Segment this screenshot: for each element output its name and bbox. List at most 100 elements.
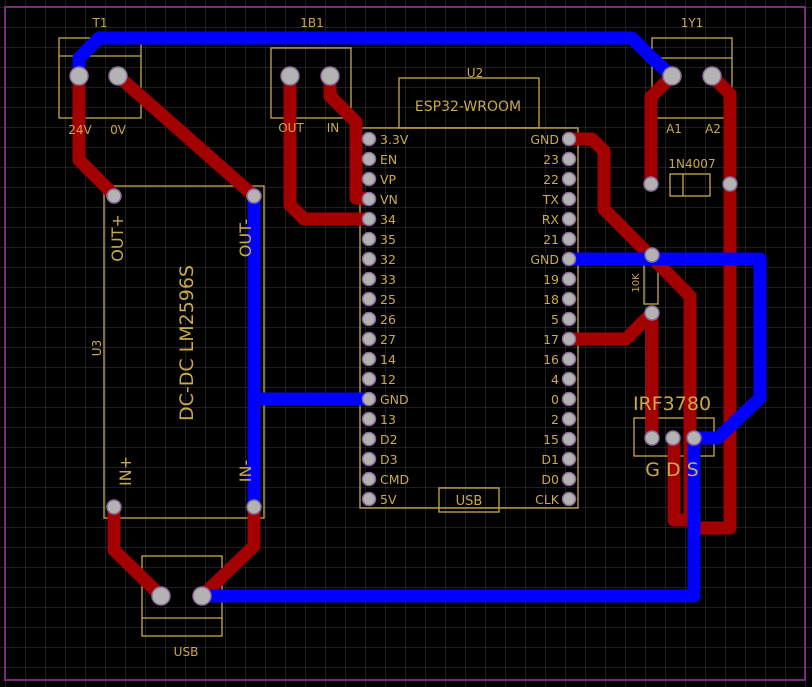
esp32-pin-label-left-6: 35 — [380, 232, 396, 247]
esp32-pin-label-right-16: 15 — [543, 432, 559, 447]
pad-mosfet-d — [665, 430, 681, 446]
esp32-pad-right-15 — [561, 411, 577, 427]
esp32-pin-labels: 3.3VENVPVN343532332526271412GND13D2D3CMD… — [380, 132, 560, 507]
esp32-pad-left-6 — [361, 231, 377, 247]
pad-mosfet-g — [644, 430, 660, 446]
esp32-pin-label-left-2: EN — [380, 152, 397, 167]
esp32-pad-right-7 — [561, 251, 577, 267]
pad-u3-outminus — [246, 188, 262, 204]
esp32-pin-label-left-15: 13 — [380, 412, 396, 427]
trace-t1-0v-outminus — [111, 69, 261, 203]
u3-ref: U3 — [90, 340, 104, 356]
pad-u3-inminus — [246, 499, 262, 515]
u3-inminus-label: IN- — [236, 460, 255, 482]
esp32-pad-right-19 — [561, 491, 577, 507]
trace-t1-y1 — [72, 31, 679, 83]
esp32-pad-left-5 — [361, 211, 377, 227]
silkscreen-text: T1 24V 0V 1B1 OUT IN 1Y1 A1 A2 U2 ESP32-… — [68, 16, 721, 659]
u2-usb-label: USB — [456, 494, 483, 509]
trace-inminus-usb — [195, 500, 261, 603]
t1-ref: T1 — [92, 16, 108, 30]
esp32-pin-label-right-2: 23 — [543, 152, 559, 167]
esp32-pad-left-10 — [361, 311, 377, 327]
esp32-pin-label-left-4: VN — [380, 192, 398, 207]
esp32-pin-label-right-10: 5 — [551, 312, 559, 327]
board-outline — [4, 6, 806, 681]
esp32-pin-label-left-17: D3 — [380, 452, 398, 467]
esp32-pad-left-15 — [361, 411, 377, 427]
top-traces — [72, 31, 767, 603]
y1-pin2-label: A2 — [705, 122, 721, 136]
esp32-pin-label-left-10: 26 — [380, 312, 396, 327]
pad-diode-2 — [722, 176, 738, 192]
trace-b1-out-vn — [283, 69, 376, 226]
b1-pin1-label: OUT — [278, 121, 304, 135]
mosfet-pin-labels: G D S — [645, 459, 699, 481]
esp32-pin-label-right-3: 22 — [543, 172, 559, 187]
esp32-pad-left-13 — [361, 371, 377, 387]
esp32-pad-right-5 — [561, 211, 577, 227]
u3-outminus-label: OUT- — [236, 219, 255, 257]
esp32-pin-label-left-18: CMD — [380, 472, 409, 487]
esp32-pad-left-8 — [361, 271, 377, 287]
esp32-pad-left-4 — [361, 191, 377, 207]
resistor-label: 10K — [631, 273, 642, 293]
u2-name: ESP32-WROOM — [415, 99, 521, 115]
esp32-pin-label-right-9: 18 — [543, 292, 559, 307]
esp32-pin-label-right-1: GND — [530, 132, 559, 147]
y1-ref: 1Y1 — [681, 16, 704, 30]
esp32-pad-right-17 — [561, 451, 577, 467]
u2-antenna — [398, 77, 540, 129]
u3-inplus-label: IN+ — [116, 456, 135, 486]
esp32-pin-label-right-8: 19 — [543, 272, 559, 287]
esp32-pad-left-1 — [361, 131, 377, 147]
esp32-pin-label-left-13: 12 — [380, 372, 396, 387]
b1-ref: 1B1 — [300, 16, 324, 30]
pad-t1-1 — [69, 66, 89, 86]
esp32-pin-label-left-1: 3.3V — [380, 132, 409, 147]
esp32-pad-right-11 — [561, 331, 577, 347]
esp32-pin-label-left-11: 27 — [380, 332, 396, 347]
esp32-pin-label-left-16: D2 — [380, 432, 398, 447]
u3-outline — [103, 185, 265, 519]
esp32-pin-label-left-3: VP — [380, 172, 397, 187]
esp32-pad-right-1 — [561, 131, 577, 147]
esp32-pad-right-9 — [561, 291, 577, 307]
esp32-pin-label-right-4: TX — [542, 192, 560, 207]
pad-u3-inplus — [106, 499, 122, 515]
esp32-pin-label-left-7: 32 — [380, 252, 396, 267]
esp32-pin-label-right-12: 16 — [543, 352, 559, 367]
pads — [69, 66, 738, 606]
esp32-pin-label-left-12: 14 — [380, 352, 396, 367]
esp32-pad-right-18 — [561, 471, 577, 487]
esp32-pad-left-18 — [361, 471, 377, 487]
trace-b1-in-vp — [323, 69, 376, 206]
esp32-pad-left-2 — [361, 151, 377, 167]
y1-outline — [651, 37, 733, 119]
pad-u3-outplus — [106, 188, 122, 204]
u3-name: DC-DC LM2596S — [176, 265, 198, 421]
u2-usb-outline — [438, 487, 500, 513]
trace-y1-a1-diode — [644, 69, 679, 191]
esp32-pads — [361, 131, 577, 507]
usb-conn-ref: USB — [174, 645, 199, 659]
esp32-pin-label-left-19: 5V — [380, 492, 397, 507]
pad-usb-2 — [192, 586, 212, 606]
mosfet-label: IRF3780 — [633, 393, 711, 415]
trace-source-usb — [195, 431, 701, 603]
esp32-pin-label-left-8: 33 — [380, 272, 396, 287]
esp32-pin-label-right-13: 4 — [551, 372, 559, 387]
b1-outline — [270, 47, 352, 119]
esp32-pad-left-12 — [361, 351, 377, 367]
esp32-pad-right-3 — [561, 171, 577, 187]
t1-pin2-label: 0V — [110, 123, 127, 137]
trace-gnd-resistor — [562, 252, 767, 445]
esp32-pad-left-17 — [361, 451, 377, 467]
esp32-pad-right-13 — [561, 371, 577, 387]
esp32-pad-right-4 — [561, 191, 577, 207]
esp32-pad-right-16 — [561, 431, 577, 447]
esp32-pad-left-16 — [361, 431, 377, 447]
u3-outplus-label: OUT+ — [108, 214, 127, 261]
esp32-pin-label-right-19: CLK — [535, 492, 560, 507]
y1-pin1-label: A1 — [666, 122, 682, 136]
